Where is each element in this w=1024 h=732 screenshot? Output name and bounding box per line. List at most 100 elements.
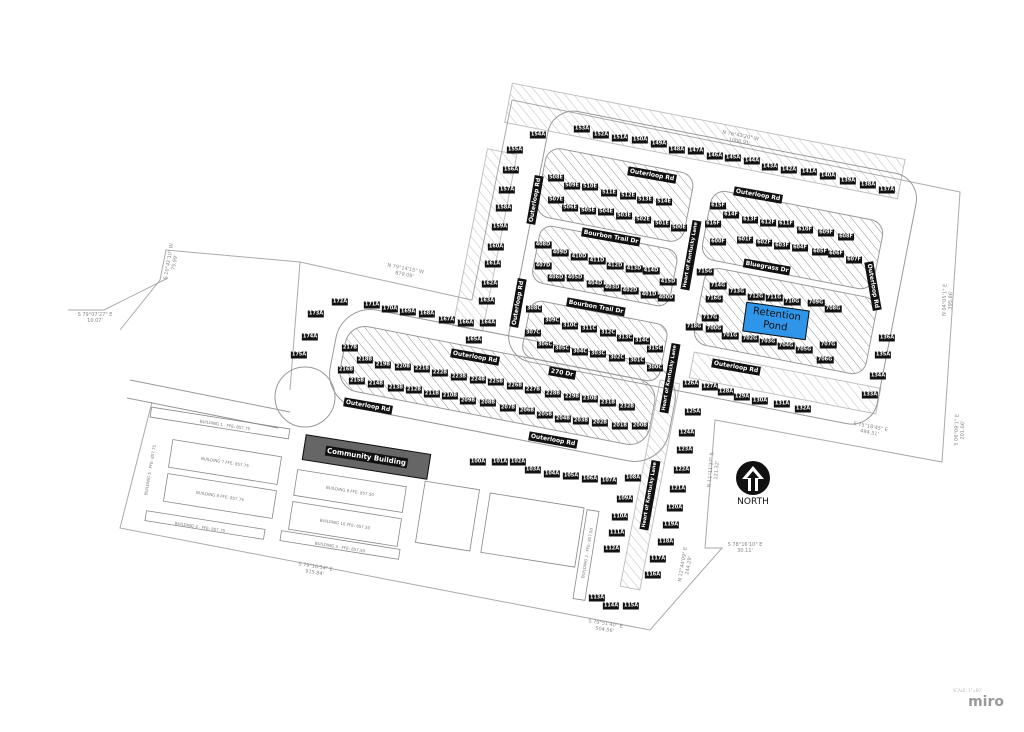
- lot-label: 702G: [741, 335, 759, 343]
- lot-label: 310C: [561, 322, 579, 330]
- lot-label: 228B: [544, 390, 562, 398]
- lot-label: 172A: [331, 298, 349, 306]
- lot-label: 158A: [495, 204, 513, 212]
- lot-label: 118A: [657, 538, 675, 546]
- lot-label: 213B: [387, 384, 405, 392]
- lot-label: 136A: [878, 334, 896, 342]
- lot-label: 613F: [742, 216, 758, 224]
- miro-watermark: miro: [968, 694, 1004, 710]
- lot-label: 119A: [662, 521, 680, 529]
- lot-label: 415D: [659, 278, 677, 286]
- lot-label: 216B: [337, 366, 355, 374]
- lot-label: 718G: [685, 323, 703, 331]
- lot-label: 131A: [773, 400, 791, 408]
- lot-label: 144A: [743, 157, 761, 165]
- lot-label: 163A: [478, 297, 496, 305]
- lot-label: 507E: [548, 196, 564, 204]
- lot-label: 140A: [819, 172, 837, 180]
- lot-label: 615F: [710, 202, 726, 210]
- lot-label: 151A: [611, 134, 629, 142]
- lot-label: 138A: [859, 181, 877, 189]
- lot-label: 509E: [564, 182, 580, 190]
- lot-label: 111A: [608, 529, 626, 537]
- lot-label: 614F: [723, 211, 739, 219]
- community-building-label: Community Building: [324, 445, 409, 469]
- lot-label: 411D: [588, 257, 606, 265]
- lot-label: 160A: [487, 243, 505, 251]
- lot-label: 501E: [654, 220, 670, 228]
- lot-label: 609F: [818, 229, 834, 237]
- lot-label: 214B: [367, 380, 385, 388]
- lot-label: 129A: [733, 393, 751, 401]
- lot-label: 301C: [628, 357, 646, 365]
- lot-label: 511E: [601, 189, 617, 197]
- north-label: NORTH: [737, 497, 769, 507]
- lot-label: 171A: [363, 301, 381, 309]
- lot-label: 170A: [381, 305, 399, 313]
- lot-label: 128A: [717, 388, 735, 396]
- lot-label: 106A: [581, 475, 599, 483]
- lot-label: 606F: [828, 250, 844, 258]
- lot-label: 611F: [778, 220, 794, 228]
- lot-label: 314C: [633, 337, 651, 345]
- lot-label: 409D: [551, 249, 569, 257]
- lot-label: 222B: [431, 369, 449, 377]
- lot-label: 116A: [644, 571, 662, 579]
- lot-label: 203B: [572, 417, 590, 425]
- lot-label: 303C: [589, 350, 607, 358]
- lot-label: 174A: [301, 333, 319, 341]
- lot-label: 224B: [469, 376, 487, 384]
- lot-label: 113A: [588, 594, 606, 602]
- lot-label: 215B: [348, 377, 366, 385]
- dimension-length: 395.86': [947, 290, 955, 310]
- lot-label: 414D: [642, 267, 660, 275]
- lot-label: 512E: [620, 192, 636, 200]
- lot-label: 312C: [599, 329, 617, 337]
- lot-label: 309C: [543, 317, 561, 325]
- lot-label: 145A: [724, 154, 742, 162]
- lot-label: 162A: [481, 280, 499, 288]
- lot-label: 505E: [580, 207, 596, 215]
- retention-pond-label: Retention Pond: [752, 305, 802, 334]
- dimension-length: 201.06': [959, 420, 967, 440]
- lot-label: 712G: [747, 293, 765, 301]
- lot-label: 612F: [760, 219, 776, 227]
- lot-label: 150A: [631, 136, 649, 144]
- lot-label: 221B: [413, 365, 431, 373]
- lot-label: 110A: [611, 513, 629, 521]
- lot-label: 401D: [640, 291, 658, 299]
- lot-label: 407D: [534, 262, 552, 270]
- dimension-bearing: S 79°07'27" E: [77, 312, 113, 318]
- lot-label: 601F: [737, 236, 753, 244]
- lot-label: 133A: [861, 391, 879, 399]
- lot-label: 307C: [524, 329, 542, 337]
- lot-label: 406D: [547, 274, 565, 282]
- lot-label: 139A: [839, 177, 857, 185]
- lot-label: 152A: [592, 131, 610, 139]
- lot-label: 201B: [611, 422, 629, 430]
- lot-label: 508E: [548, 174, 564, 182]
- lot-label: 205B: [536, 411, 554, 419]
- residential-buildings: [144, 406, 600, 601]
- lot-label: 127A: [701, 383, 719, 391]
- lot-label: 217B: [341, 344, 359, 352]
- lot-label: 311C: [580, 325, 598, 333]
- lot-label: 405D: [566, 274, 584, 282]
- lot-label: 604F: [792, 244, 808, 252]
- lot-label: 219B: [374, 361, 392, 369]
- lot-label: 101A: [491, 458, 509, 466]
- dimension-length: 10.07': [87, 318, 103, 324]
- lot-label: 713G: [728, 288, 746, 296]
- lot-label: 413D: [625, 265, 643, 273]
- lot-label: 164A: [479, 319, 497, 327]
- lot-label: 141A: [800, 168, 818, 176]
- lot-label: 503E: [616, 212, 632, 220]
- lot-label: 403D: [603, 284, 621, 292]
- lot-label: 603F: [774, 242, 790, 250]
- lot-label: 230B: [581, 395, 599, 403]
- lot-label: 218B: [356, 356, 374, 364]
- lot-label: 510E: [582, 183, 598, 191]
- lot-label: 137A: [878, 186, 896, 194]
- lot-label: 146A: [706, 152, 724, 160]
